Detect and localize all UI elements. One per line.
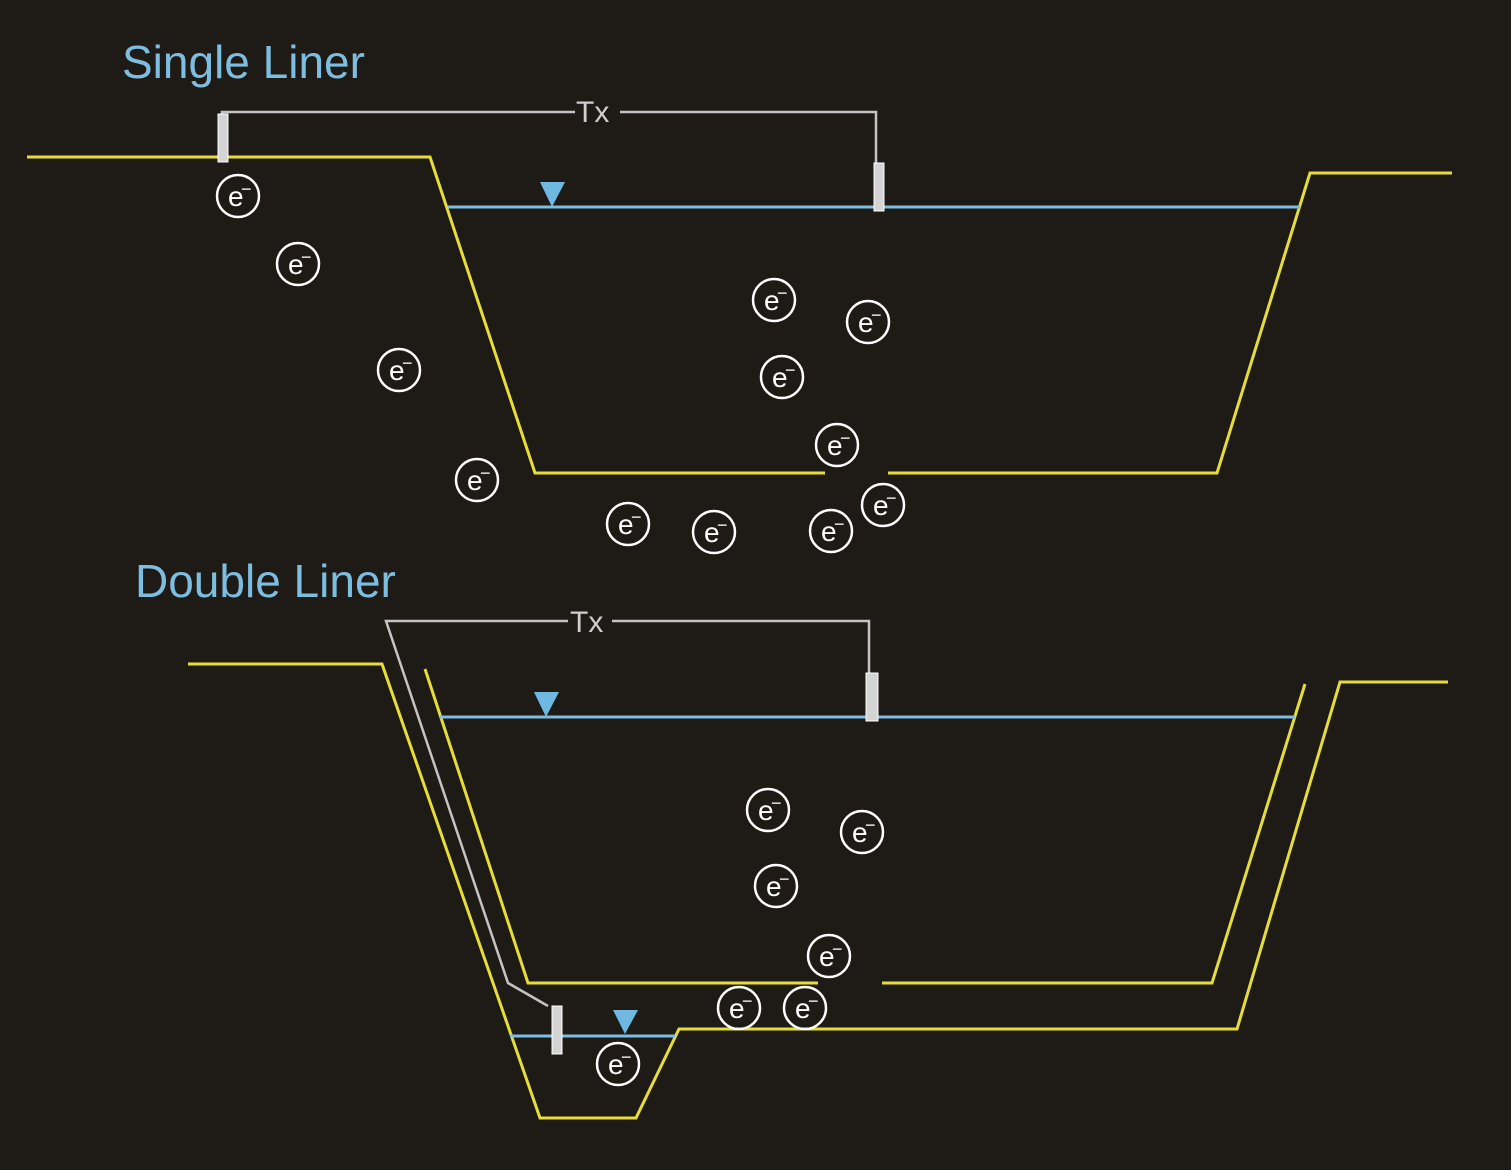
electron-symbol: e xyxy=(821,516,837,547)
electron-circle xyxy=(845,299,891,345)
electron-icon: e− xyxy=(759,354,805,400)
tx-label: Tx xyxy=(576,96,609,129)
electron-circle xyxy=(808,508,854,554)
water-level-icon xyxy=(534,692,559,717)
electron-icon: e− xyxy=(605,501,651,547)
water-level-icon xyxy=(540,182,565,207)
electron-charge: − xyxy=(301,247,312,267)
electron-charge: − xyxy=(832,939,843,959)
electron-symbol: e xyxy=(766,871,782,902)
electron-charge: − xyxy=(865,815,876,835)
electron-charge: − xyxy=(785,360,796,380)
double-liner-title: Double Liner xyxy=(135,555,396,607)
electron-circle xyxy=(806,933,852,979)
electron-circle xyxy=(860,482,906,528)
electron-symbol: e xyxy=(858,307,874,338)
electron-symbol: e xyxy=(288,249,304,280)
electron-icon: e− xyxy=(595,1041,641,1087)
electron-icon: e− xyxy=(454,457,500,503)
electron-icon: e− xyxy=(751,277,797,323)
electron-charge: − xyxy=(871,305,882,325)
water-electrode xyxy=(865,672,879,722)
electron-symbol: e xyxy=(772,362,788,393)
electron-symbol: e xyxy=(819,941,835,972)
electron-circle xyxy=(215,173,261,219)
electron-symbol: e xyxy=(873,490,889,521)
sump-electrode xyxy=(551,1005,563,1055)
primary-liner-left xyxy=(423,668,818,985)
electron-circle xyxy=(751,277,797,323)
electron-circle xyxy=(753,863,799,909)
electron-icon: e− xyxy=(860,482,906,528)
electron-icon: e− xyxy=(808,508,854,554)
electron-icon: e− xyxy=(745,787,791,833)
electron-symbol: e xyxy=(704,517,720,548)
liner-right xyxy=(888,171,1452,475)
tx-wire-left xyxy=(384,619,568,1008)
electron-circle xyxy=(376,347,422,393)
electron-circle xyxy=(814,422,860,468)
electron-charge: − xyxy=(717,515,728,535)
tx-label: Tx xyxy=(570,606,603,639)
electron-circle xyxy=(745,787,791,833)
electron-icon: e− xyxy=(376,347,422,393)
electron-circle xyxy=(691,509,737,555)
electron-icon: e− xyxy=(716,985,762,1031)
single-liner-panel: Single Liner Tx e−e−e−e−e−e−e−e−e−e−e−e− xyxy=(27,36,1452,555)
electron-circle xyxy=(716,985,762,1031)
electron-charge: − xyxy=(886,488,897,508)
electron-symbol: e xyxy=(729,993,745,1024)
electron-charge: − xyxy=(808,991,819,1011)
electron-symbol: e xyxy=(852,817,868,848)
electron-charge: − xyxy=(742,991,753,1011)
single-liner-title: Single Liner xyxy=(122,36,365,88)
electron-circle xyxy=(605,501,651,547)
electron-charge: − xyxy=(840,428,851,448)
electron-charge: − xyxy=(777,283,788,303)
electron-charge: − xyxy=(834,514,845,534)
electron-charge: − xyxy=(771,793,782,813)
ground-electrode xyxy=(217,113,229,163)
tx-wire-right xyxy=(620,110,878,165)
electron-charge: − xyxy=(402,353,413,373)
electron-circle xyxy=(839,809,885,855)
electron-icon: e− xyxy=(782,985,828,1031)
electron-charge: − xyxy=(631,507,642,527)
electron-symbol: e xyxy=(764,285,780,316)
electron-icon: e− xyxy=(806,933,852,979)
electron-symbol: e xyxy=(758,795,774,826)
electron-circle xyxy=(275,241,321,287)
double-liner-panel: Double Liner Tx e−e−e−e−e−e−e− xyxy=(135,555,1448,1120)
electron-icon: e− xyxy=(845,299,891,345)
primary-liner-right xyxy=(882,683,1307,985)
electron-circle xyxy=(759,354,805,400)
electron-icon: e− xyxy=(215,173,261,219)
electron-symbol: e xyxy=(827,430,843,461)
electron-icon: e− xyxy=(839,809,885,855)
sump-water-level-icon xyxy=(613,1010,638,1034)
secondary-liner xyxy=(188,662,1448,1120)
electron-icon: e− xyxy=(814,422,860,468)
electron-circle xyxy=(782,985,828,1031)
electron-circle xyxy=(595,1041,641,1087)
electron-icon: e− xyxy=(753,863,799,909)
tx-wire-right xyxy=(612,619,871,675)
electron-charge: − xyxy=(480,463,491,483)
electron-symbol: e xyxy=(389,355,405,386)
electron-charge: − xyxy=(779,869,790,889)
electron-charge: − xyxy=(621,1047,632,1067)
electron-symbol: e xyxy=(228,181,244,212)
electron-symbol: e xyxy=(467,465,483,496)
tx-wire-left xyxy=(220,110,575,114)
electron-symbol: e xyxy=(608,1049,624,1080)
electron-circle xyxy=(454,457,500,503)
water-electrode xyxy=(873,162,885,212)
electron-charge: − xyxy=(241,179,252,199)
electron-symbol: e xyxy=(795,993,811,1024)
electron-icon: e− xyxy=(691,509,737,555)
electron-symbol: e xyxy=(618,509,634,540)
electron-icon: e− xyxy=(275,241,321,287)
